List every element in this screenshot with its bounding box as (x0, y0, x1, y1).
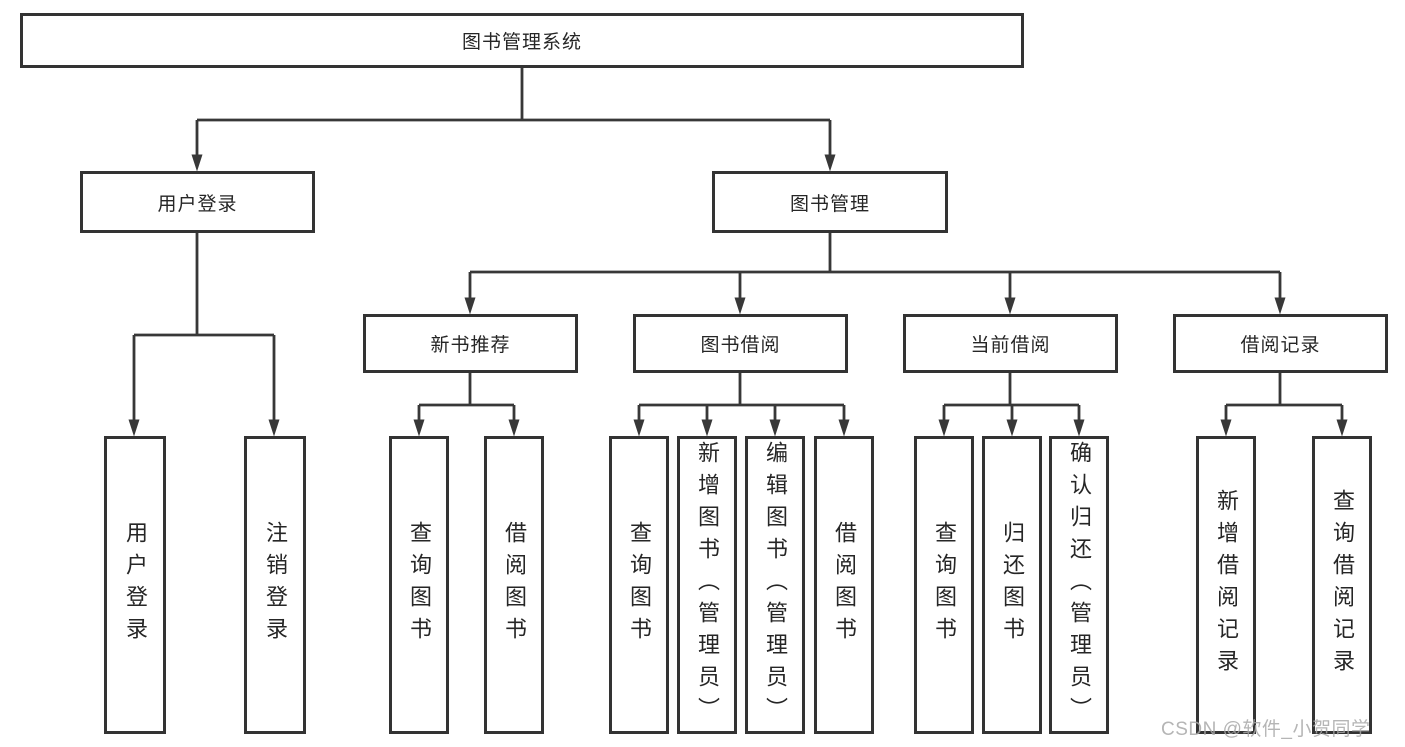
leaf-borrow-books-2-label: 借阅图书 (832, 521, 857, 649)
leaf-query-books-3: 查询图书 (914, 436, 974, 734)
leaf-add-borrow-record-label: 新增借阅记录 (1214, 489, 1239, 681)
leaf-borrow-books-1: 借阅图书 (484, 436, 544, 734)
leaf-borrow-books-1-label: 借阅图书 (502, 521, 527, 649)
leaf-logout-label: 注销登录 (263, 521, 288, 649)
leaf-logout: 注销登录 (244, 436, 306, 734)
leaf-query-books-1: 查询图书 (389, 436, 449, 734)
leaf-return-books: 归还图书 (982, 436, 1042, 734)
leaf-confirm-return-admin: 确认归还（管理员） (1049, 436, 1109, 734)
leaf-query-books-2-label: 查询图书 (627, 521, 652, 649)
leaf-query-borrow-record: 查询借阅记录 (1312, 436, 1372, 734)
node-user-login: 用户登录 (80, 171, 315, 233)
leaf-add-book-admin-label: 新增图书（管理员） (695, 441, 720, 729)
leaf-confirm-return-admin-label: 确认归还（管理员） (1067, 441, 1092, 729)
node-book-management: 图书管理 (712, 171, 948, 233)
leaf-query-books-3-label: 查询图书 (932, 521, 957, 649)
node-current-borrow: 当前借阅 (903, 314, 1118, 373)
leaf-add-book-admin: 新增图书（管理员） (677, 436, 737, 734)
node-library-management-system: 图书管理系统 (20, 13, 1024, 68)
leaf-edit-book-admin: 编辑图书（管理员） (745, 436, 805, 734)
leaf-add-borrow-record: 新增借阅记录 (1196, 436, 1256, 734)
leaf-user-login-label: 用户登录 (123, 521, 148, 649)
leaf-query-books-2: 查询图书 (609, 436, 669, 734)
leaf-edit-book-admin-label: 编辑图书（管理员） (763, 441, 788, 729)
leaf-user-login: 用户登录 (104, 436, 166, 734)
csdn-watermark: CSDN @软件_小贺同学 (1161, 719, 1371, 740)
tree-edges (132, 68, 1344, 422)
leaf-query-books-1-label: 查询图书 (407, 521, 432, 649)
leaf-return-books-label: 归还图书 (1000, 521, 1025, 649)
node-borrow-records: 借阅记录 (1173, 314, 1388, 373)
node-new-book-recommend: 新书推荐 (363, 314, 578, 373)
leaf-query-borrow-record-label: 查询借阅记录 (1330, 489, 1355, 681)
leaf-borrow-books-2: 借阅图书 (814, 436, 874, 734)
node-book-borrow: 图书借阅 (633, 314, 848, 373)
